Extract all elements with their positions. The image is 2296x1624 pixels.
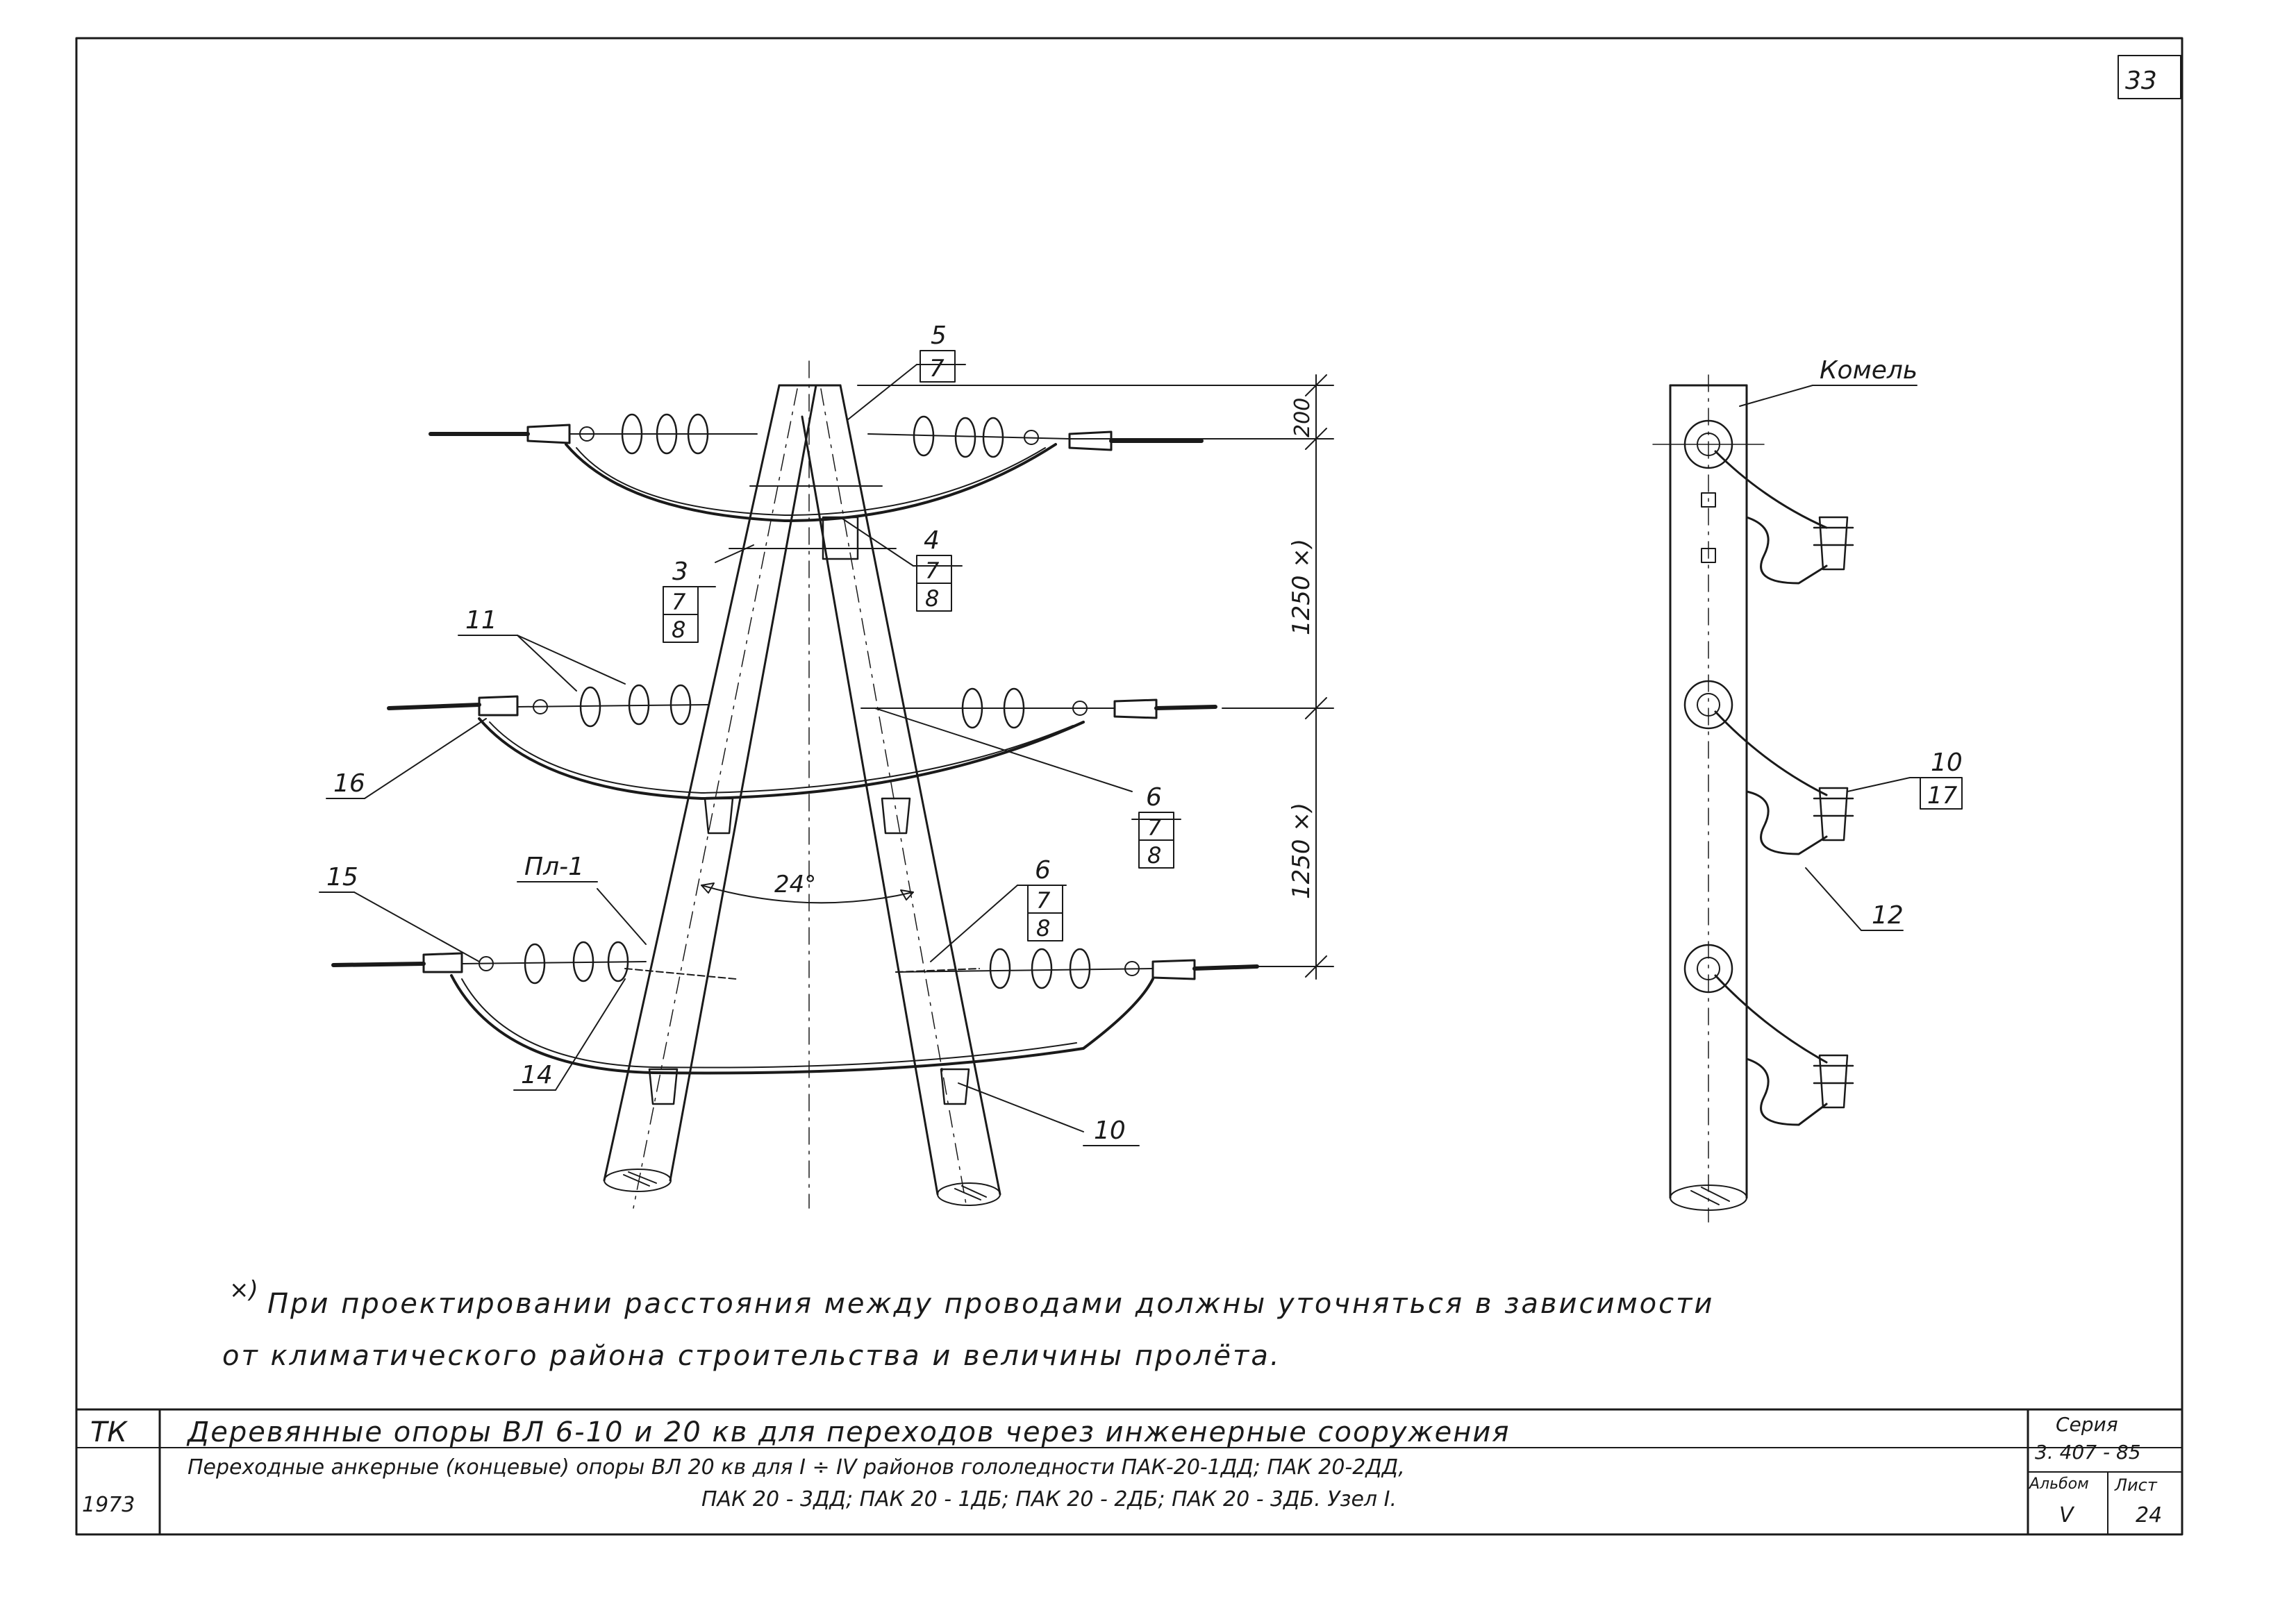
callout-5-den: 7	[929, 355, 945, 383]
conductor-tier-top	[429, 413, 1204, 560]
callout-5-num: 5	[931, 321, 947, 350]
dimension-1250-top: 1250 ×)	[1288, 539, 1315, 635]
callout-3-b: 8	[672, 617, 685, 643]
label-butt: Комель	[1820, 356, 1918, 385]
sheet-value: 24	[2136, 1503, 2163, 1527]
album-label: Альбом	[2029, 1475, 2089, 1493]
org-code: ТК	[90, 1416, 127, 1448]
conductor-tier-middle	[387, 684, 1217, 835]
callout-6b-a: 7	[1036, 887, 1051, 914]
sheet-label: Лист	[2115, 1475, 2157, 1495]
callout-4-b: 8	[925, 585, 939, 612]
dimension-lines	[857, 374, 1334, 980]
album-value: V	[2059, 1503, 2074, 1527]
callout-6a-a: 7	[1147, 814, 1162, 841]
title-main: Деревянные опоры ВЛ 6-10 и 20 кв для пер…	[188, 1416, 1511, 1448]
callout-6a-b: 8	[1147, 842, 1161, 869]
drawing-labels: 33 5 7 4 7 8 3 7 8 6 7 8 6 7 8 10 17 11 …	[326, 67, 2157, 1145]
title-sub-2: ПАК 20 - 3ДД; ПАК 20 - 1ДБ; ПАК 20 - 2ДБ…	[701, 1487, 1397, 1512]
footnote-mark: ×)	[229, 1276, 258, 1304]
footnote-line-2: от климатического района строительства и…	[222, 1340, 1281, 1372]
callout-10-num: 10	[1931, 748, 1963, 777]
callout-4-a: 7	[925, 558, 940, 584]
callout-17-den: 17	[1927, 782, 1958, 810]
callout-6a-num: 6	[1146, 783, 1162, 812]
footnote-line-1: При проектировании расстояния между пров…	[267, 1288, 1715, 1320]
series-label: Серия	[2056, 1413, 2118, 1436]
year: 1973	[82, 1493, 135, 1517]
callout-3-num: 3	[672, 558, 688, 586]
title-sub-1: Переходные анкерные (концевые) опоры ВЛ …	[188, 1455, 1405, 1480]
callout-3-a: 7	[672, 589, 686, 615]
dimension-200: 200	[1290, 398, 1315, 437]
label-item-11: 11	[465, 606, 497, 635]
leader-lines	[319, 364, 1181, 1146]
series-value: 3. 407 - 85	[2035, 1441, 2141, 1464]
a-frame-pole	[603, 360, 1001, 1209]
conductor-tier-bottom	[331, 941, 1259, 1105]
label-item-14: 14	[521, 1061, 553, 1089]
label-plate: Пл-1	[524, 853, 584, 881]
label-item-15: 15	[326, 863, 358, 891]
side-view-pole	[1652, 374, 1959, 1223]
callout-6b-num: 6	[1035, 856, 1051, 885]
callout-4-num: 4	[924, 526, 940, 555]
label-item-16: 16	[333, 769, 365, 798]
callout-6b-b: 8	[1036, 915, 1050, 941]
label-angle: 24°	[774, 871, 816, 898]
sheet-frame	[75, 37, 2183, 1536]
dimension-1250-bottom: 1250 ×)	[1288, 803, 1315, 899]
label-item-12: 12	[1872, 901, 1904, 930]
label-item-10: 10	[1094, 1116, 1126, 1145]
sheet-number: 33	[2125, 67, 2157, 95]
